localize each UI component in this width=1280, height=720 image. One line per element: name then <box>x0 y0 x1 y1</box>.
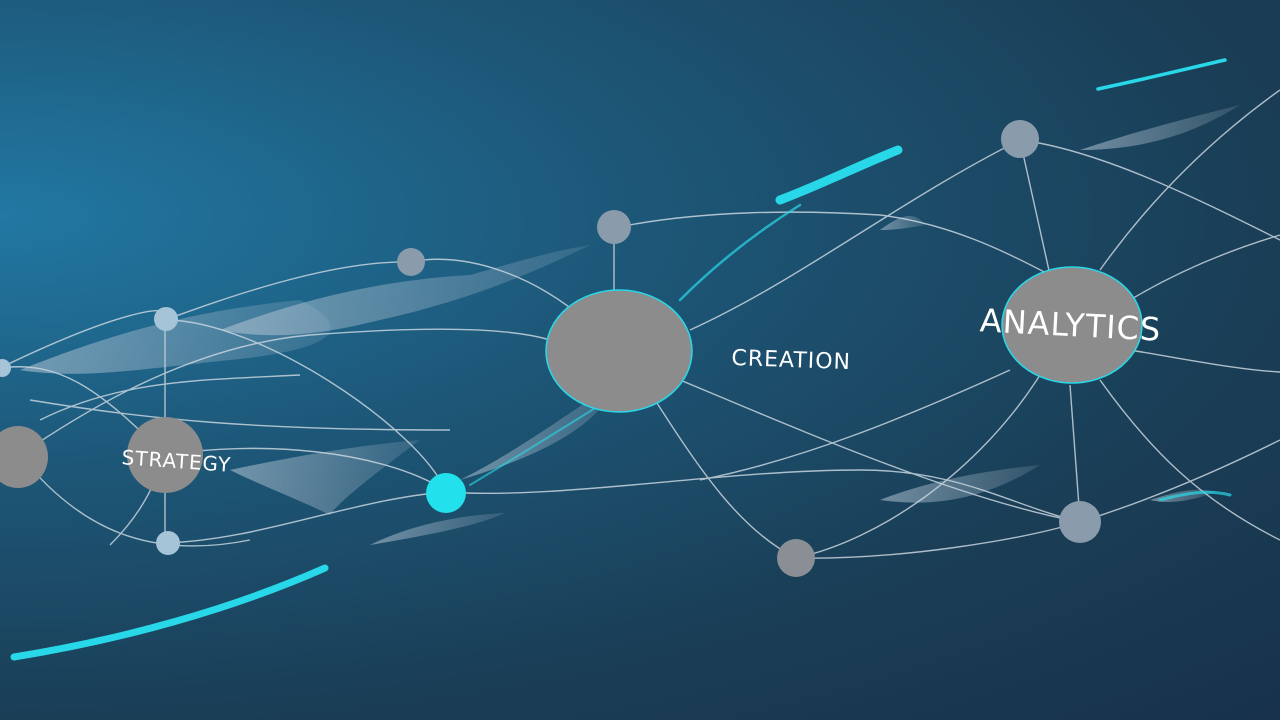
connection-line <box>164 261 411 321</box>
connection-line <box>164 491 446 544</box>
small-nodes <box>0 120 1101 577</box>
connection-line <box>164 447 446 491</box>
ribbon <box>880 215 925 230</box>
accent-stroke <box>10 564 329 661</box>
accent-stroke <box>1158 490 1232 502</box>
connection-line <box>1069 384 1081 521</box>
connection-line <box>795 374 1041 559</box>
accent-stroke <box>469 404 601 486</box>
small-node <box>397 248 425 276</box>
small-node <box>597 210 631 244</box>
accent-node <box>426 473 466 513</box>
connection-line <box>1019 139 1280 241</box>
connection-line <box>1129 349 1280 373</box>
connection-line <box>689 139 1021 331</box>
creation-node <box>545 289 693 413</box>
connection-line <box>19 328 551 456</box>
connection-line <box>29 399 451 431</box>
analytics-label: ANALYTICS <box>979 301 1162 348</box>
connection-line <box>164 319 446 491</box>
connection-lines <box>0 89 1280 559</box>
strategy-node <box>127 417 203 493</box>
creation-label: CREATION <box>731 346 851 375</box>
connection-line <box>613 211 1061 281</box>
large-nodes <box>0 266 1143 493</box>
ribbon <box>1080 105 1240 150</box>
small-node <box>0 359 11 377</box>
small-node <box>1059 501 1101 543</box>
accent-stroke <box>1096 58 1227 91</box>
connection-line <box>679 379 1081 523</box>
connection-line <box>1099 89 1280 271</box>
connection-line <box>795 521 1081 559</box>
small-node <box>1001 120 1039 158</box>
connection-line <box>444 469 1081 523</box>
ribbon <box>370 513 505 545</box>
connection-line <box>1129 234 1280 301</box>
accent-stroke <box>678 203 802 302</box>
connection-line <box>1079 439 1280 523</box>
edge-node <box>0 426 48 488</box>
connection-line <box>1019 139 1051 276</box>
ribbon <box>230 440 420 515</box>
connection-line <box>409 258 586 321</box>
small-node <box>156 531 180 555</box>
connection-line <box>699 369 1011 481</box>
connection-line <box>654 399 797 559</box>
connection-line <box>19 454 251 547</box>
small-node <box>154 307 178 331</box>
connection-line <box>39 374 301 421</box>
analytics-node <box>1001 266 1143 384</box>
accent-stroke <box>775 145 903 205</box>
connection-line <box>1099 379 1280 541</box>
ribbon <box>220 245 590 336</box>
accent-strokes <box>10 58 1232 661</box>
small-node <box>777 539 815 577</box>
